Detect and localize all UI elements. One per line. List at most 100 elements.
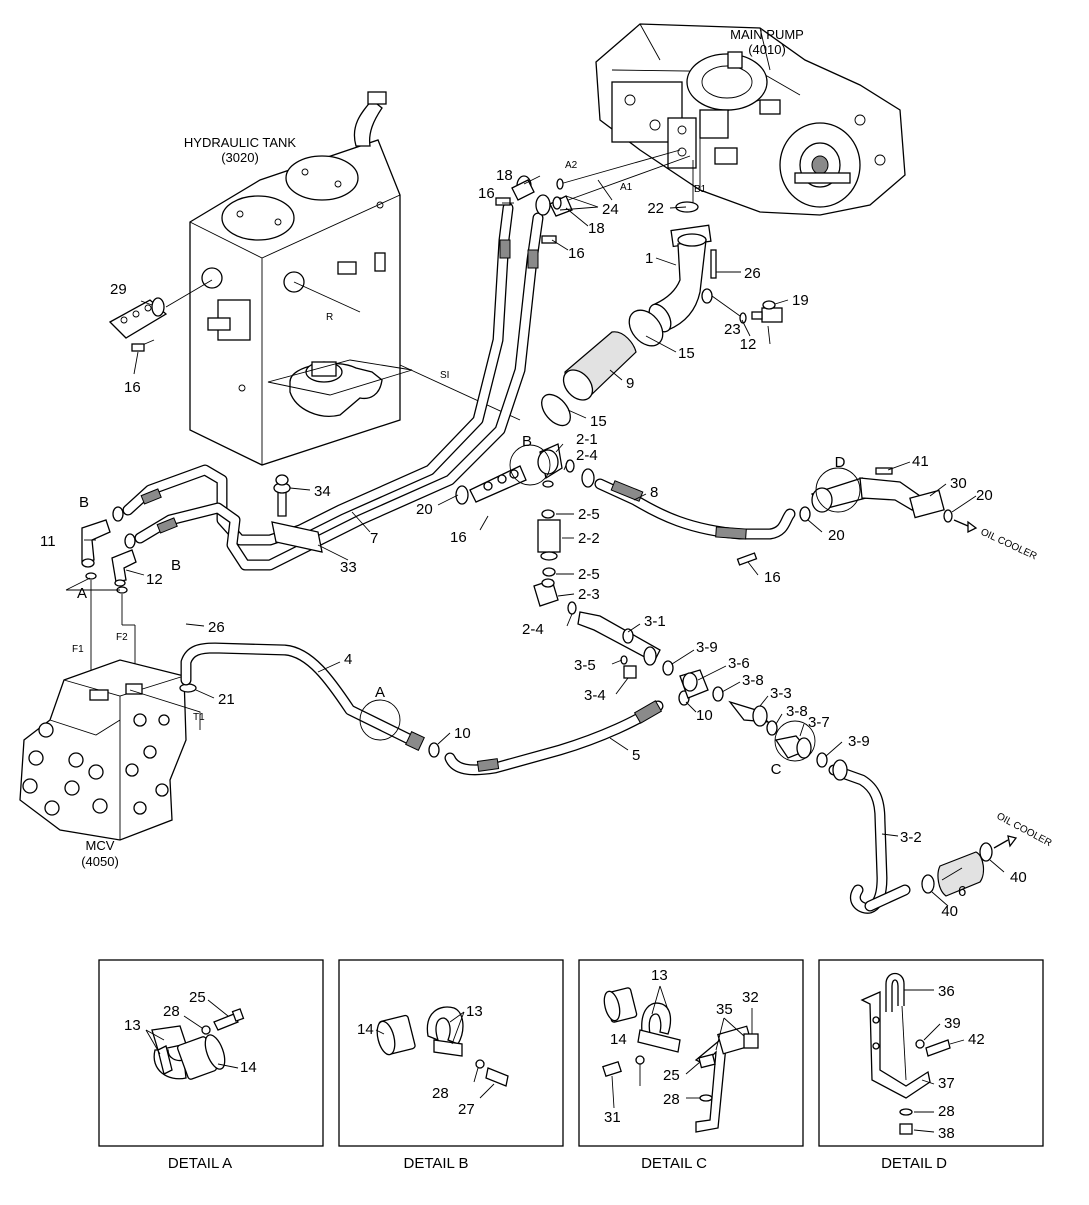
detail-a-callout-14: 14 — [240, 1059, 257, 1076]
detail-d-callout-42: 42 — [968, 1031, 985, 1048]
main-pump-code: (4010) — [748, 42, 786, 57]
callout-leaders — [84, 175, 1005, 907]
callout-33: 33 — [340, 559, 357, 576]
detail-c-callout-32: 32 — [742, 989, 759, 1006]
port-b1-label: B1 — [694, 184, 707, 195]
callout-30: 30 — [950, 475, 967, 492]
detail-c-callout-35: 35 — [716, 1001, 733, 1018]
callout-12-pump: 12 — [740, 336, 757, 353]
detail-a-callout-25: 25 — [189, 989, 206, 1006]
detail-d-title: DETAIL D — [881, 1155, 947, 1172]
detail-c-title: DETAIL C — [641, 1155, 707, 1172]
detail-marker-d: D — [835, 454, 846, 471]
port-a1-label: A1 — [620, 182, 633, 193]
fittings-2 — [455, 443, 577, 615]
callout-26-mcv: 26 — [208, 619, 225, 636]
callout-16-tank: 16 — [124, 379, 141, 396]
callout-18-upper: 18 — [496, 167, 513, 184]
port-t1-label: T1 — [193, 712, 205, 723]
callout-19: 19 — [792, 292, 809, 309]
detail-b-title: DETAIL B — [403, 1155, 468, 1172]
callout-2-5-upper: 2-5 — [578, 506, 600, 523]
hydraulic-tank: HYDRAULIC TANK (3020) R SI — [184, 91, 521, 466]
callout-22: 22 — [647, 200, 664, 217]
callout-4: 4 — [344, 651, 352, 668]
detail-c-callout-31: 31 — [604, 1109, 621, 1126]
callout-2-4-lower: 2-4 — [522, 621, 544, 638]
detail-marker-c: C — [771, 761, 782, 778]
callout-2-4-upper: 2-4 — [576, 447, 598, 464]
detail-c-callout-14: 14 — [610, 1031, 627, 1048]
callout-12-mcv: 12 — [146, 571, 163, 588]
callout-16-clip-left: 16 — [478, 185, 495, 202]
port-si-label: SI — [440, 370, 449, 381]
detail-a-callout-13: 13 — [124, 1017, 141, 1034]
callout-26-pump: 26 — [744, 265, 761, 282]
callout-10-right: 10 — [696, 707, 713, 724]
port-a2-label: A2 — [565, 160, 578, 171]
callout-24: 24 — [602, 201, 619, 218]
mcv-code: (4050) — [81, 854, 119, 869]
callout-20-cooler-high: 20 — [976, 487, 993, 504]
callout-3-2: 3-2 — [900, 829, 922, 846]
detail-b-callout-13: 13 — [466, 1003, 483, 1020]
oil-cooler-label-lower: OIL COOLER — [995, 811, 1054, 849]
pipe-4-hose-5 — [180, 642, 690, 776]
tank-name: HYDRAULIC TANK — [184, 135, 297, 150]
callout-3-5: 3-5 — [574, 657, 596, 674]
tank-code: (3020) — [221, 150, 259, 165]
callout-20-left: 20 — [416, 501, 433, 518]
detail-d-callout-38: 38 — [938, 1125, 955, 1142]
manifold-29 — [108, 279, 213, 352]
detail-marker-b-left: B — [79, 494, 89, 511]
detail-c-callout-13: 13 — [651, 967, 668, 984]
callout-5: 5 — [632, 747, 640, 764]
detail-a-title: DETAIL A — [168, 1155, 232, 1172]
callout-3-1: 3-1 — [644, 613, 666, 630]
hose-8 — [581, 467, 978, 566]
callout-23: 23 — [724, 321, 741, 338]
detail-d-box: 36 39 42 37 28 38 DETAIL D — [818, 959, 1044, 1172]
callout-2-5-lower: 2-5 — [578, 566, 600, 583]
detail-c-callout-28: 28 — [663, 1091, 680, 1108]
detail-a-box: 13 28 25 14 DETAIL A — [98, 959, 324, 1172]
port-r-label: R — [326, 312, 333, 323]
callout-21: 21 — [218, 691, 235, 708]
main-pump: MAIN PUMP (4010) — [595, 23, 906, 216]
callout-16-mid: 16 — [450, 529, 467, 546]
callout-7: 7 — [370, 530, 378, 547]
callout-29: 29 — [110, 281, 127, 298]
callout-3-3: 3-3 — [770, 685, 792, 702]
detail-d-callout-28: 28 — [938, 1103, 955, 1120]
mcv-valve: T1 MCV (4050) — [19, 659, 205, 869]
callout-3-4: 3-4 — [584, 687, 606, 704]
callout-2-3: 2-3 — [578, 586, 600, 603]
callout-15-upper: 15 — [678, 345, 695, 362]
detail-c-callout-25: 25 — [663, 1067, 680, 1084]
detail-c-box: 13 14 35 32 25 28 31 DETAIL C — [578, 959, 804, 1172]
callout-8: 8 — [650, 484, 658, 501]
callout-2-2: 2-2 — [578, 530, 600, 547]
callout-2-1: 2-1 — [576, 431, 598, 448]
callout-41: 41 — [912, 453, 929, 470]
callout-40-upper: 40 — [1010, 869, 1027, 886]
clamp-33 — [271, 474, 323, 553]
detail-d-callout-37: 37 — [938, 1075, 955, 1092]
port-f1-label: F1 — [72, 644, 84, 655]
callout-16-cooler: 16 — [764, 569, 781, 586]
detail-marker-a-main: A — [375, 684, 385, 701]
callout-34: 34 — [314, 483, 331, 500]
callout-3-9-lower: 3-9 — [848, 733, 870, 750]
callout-40-lower: 40 — [941, 903, 958, 920]
detail-b-callout-14: 14 — [357, 1021, 374, 1038]
detail-a-callout-28: 28 — [163, 1003, 180, 1020]
callout-3-6: 3-6 — [728, 655, 750, 672]
callout-15-lower: 15 — [590, 413, 607, 430]
fittings-3 — [577, 611, 1018, 914]
callout-10-left: 10 — [454, 725, 471, 742]
detail-d-callout-39: 39 — [944, 1015, 961, 1032]
detail-b-box: 13 14 28 27 DETAIL B — [338, 959, 564, 1172]
callout-numbers: 1 26 22 19 23 12 15 9 15 16 18 24 18 16 … — [40, 167, 1027, 920]
